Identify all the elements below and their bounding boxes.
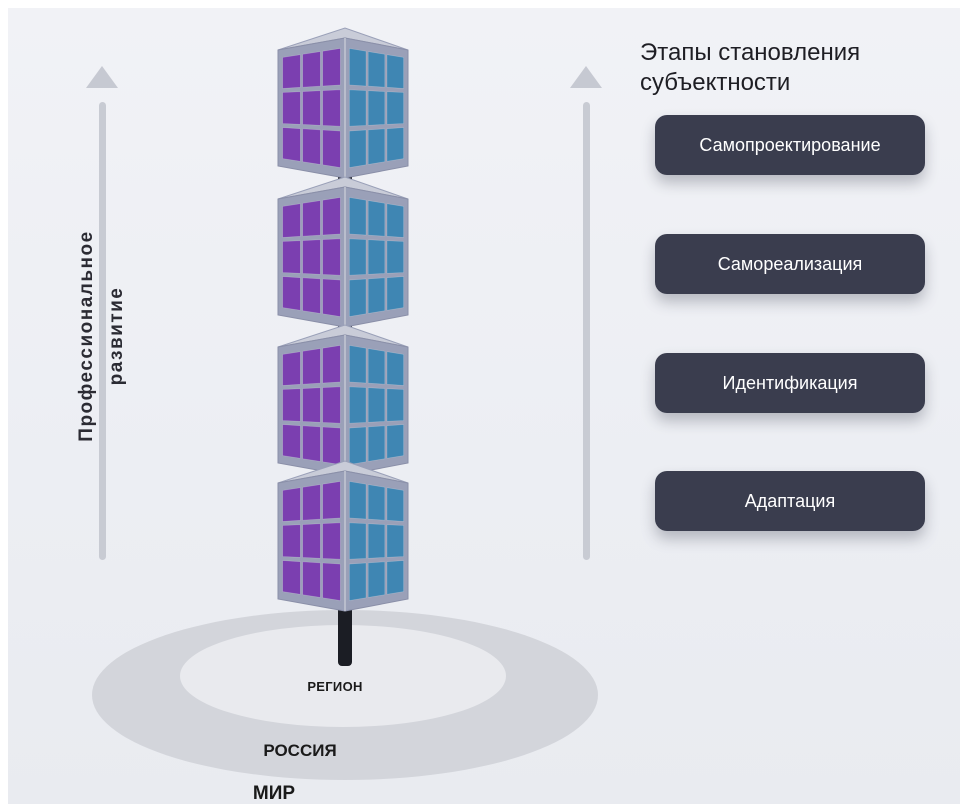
cube-tile <box>349 89 367 127</box>
cube-second <box>277 176 409 328</box>
axis-label-line1: Профессиональное <box>76 230 97 442</box>
cube-tile <box>386 240 404 274</box>
cube-tile <box>302 200 321 237</box>
cube-tile <box>349 522 367 560</box>
cube-tile <box>367 200 386 237</box>
cube-tile <box>367 387 386 423</box>
cube-tile <box>386 560 404 595</box>
cube-tile <box>282 91 301 125</box>
cube-top <box>277 27 409 179</box>
cube-tile <box>282 351 301 386</box>
cube-tile <box>302 128 321 165</box>
russia-label: РОССИЯ <box>263 741 337 760</box>
cube-tile <box>367 425 386 462</box>
cube-tile <box>302 90 321 126</box>
cube-tile <box>282 203 301 238</box>
cube-tile <box>322 238 341 276</box>
cube-tile <box>367 239 386 275</box>
cube-tile <box>302 348 321 385</box>
cube-tile <box>322 426 341 465</box>
world-label: МИР <box>252 783 296 804</box>
cube-tile <box>386 91 404 125</box>
stage-button-self-design[interactable]: Самопроектирование <box>655 115 925 175</box>
cube-tile <box>322 89 341 127</box>
cube-tile <box>322 386 341 424</box>
cube-tile <box>322 522 341 560</box>
diagram-canvas: РЕГИОН РОССИЯ МИР Профессиональное разви… <box>8 8 960 804</box>
cube-tile <box>322 129 341 168</box>
cube-bottom <box>277 460 409 612</box>
cube-tile <box>349 238 367 276</box>
left-arrow-shaft <box>99 102 106 560</box>
region-label: РЕГИОН <box>307 679 363 694</box>
cube-tile <box>386 127 404 162</box>
cube-tile <box>302 239 321 275</box>
cube-tile <box>322 48 341 87</box>
stage-button-identification[interactable]: Идентификация <box>655 353 925 413</box>
cube-tile <box>302 51 321 88</box>
cube-tile <box>282 54 301 89</box>
right-arrow-shaft <box>583 102 590 560</box>
cube-tile <box>282 487 301 522</box>
cube-tile <box>322 278 341 317</box>
cube-tile <box>302 561 321 598</box>
professional-development-label: Профессиональное развитие <box>62 196 142 476</box>
cube-tile <box>386 276 404 311</box>
cube-tower <box>277 27 409 666</box>
cube-tile <box>386 351 404 386</box>
cube-tile <box>302 387 321 423</box>
cube-tile <box>367 561 386 598</box>
right-arrow-up-icon <box>570 66 602 88</box>
left-arrow-up-icon <box>86 66 118 88</box>
cube-third <box>277 324 409 476</box>
axis-label-line2: развитие <box>106 286 127 386</box>
stage-button-adaptation[interactable]: Адаптация <box>655 471 925 531</box>
cube-tile <box>367 348 386 385</box>
cube-tile <box>302 277 321 314</box>
cube-tile <box>322 197 341 236</box>
cube-tile <box>302 425 321 462</box>
cube-tile <box>367 523 386 559</box>
cube-tile <box>386 203 404 238</box>
cube-tile <box>302 523 321 559</box>
cube-tile <box>367 51 386 88</box>
stage-button-self-realization[interactable]: Самореализация <box>655 234 925 294</box>
cube-tile <box>349 386 367 424</box>
cube-tile <box>349 129 367 168</box>
cube-tile <box>302 484 321 521</box>
cube-tile <box>386 54 404 89</box>
cube-tile <box>349 426 367 465</box>
stages-title: Этапы становления субъектности <box>640 39 861 96</box>
cube-tile <box>349 48 367 87</box>
cube-tile <box>367 128 386 165</box>
cube-tile <box>386 524 404 558</box>
cube-tile <box>322 481 341 520</box>
cube-tile <box>322 562 341 601</box>
cube-tile <box>349 278 367 317</box>
cube-tile <box>322 345 341 384</box>
cube-tile <box>367 484 386 521</box>
cube-tile <box>349 197 367 236</box>
cube-tile <box>282 276 301 311</box>
cube-tile <box>282 388 301 422</box>
cube-tile <box>282 127 301 162</box>
cube-tile <box>349 345 367 384</box>
cube-tile <box>367 277 386 314</box>
cube-tile <box>386 424 404 459</box>
cube-tile <box>282 240 301 274</box>
cube-tile <box>349 562 367 601</box>
cube-tile <box>282 560 301 595</box>
cube-tile <box>386 388 404 422</box>
cube-tile <box>282 524 301 558</box>
cube-tile <box>367 90 386 126</box>
cube-tile <box>386 487 404 522</box>
cube-tile <box>282 424 301 459</box>
cube-tile <box>349 481 367 520</box>
